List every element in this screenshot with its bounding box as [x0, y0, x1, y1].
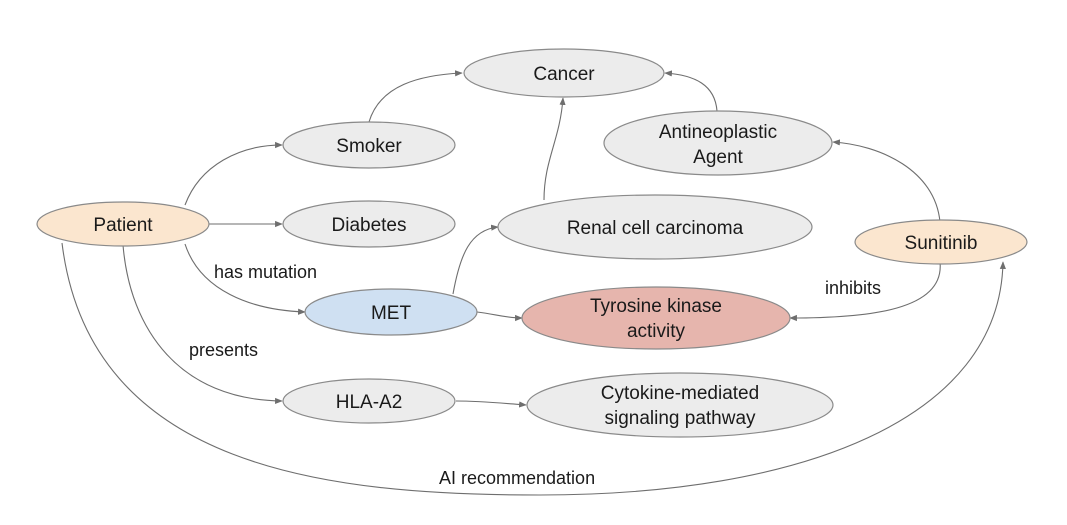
edge-label-ai-recommendation: AI recommendation — [439, 468, 595, 488]
edge-label-inhibits: inhibits — [825, 278, 881, 298]
edge-label-has-mutation: has mutation — [214, 262, 317, 282]
edge-patient-hla — [122, 244, 283, 405]
edge-sunitinib-antineoplastic — [832, 139, 941, 223]
node-antineoplastic-label-line2: Agent — [693, 147, 743, 168]
node-tyrosine-kinase-activity[interactable]: Tyrosine kinase activity — [521, 286, 791, 350]
node-hla-a2[interactable]: HLA-A2 — [282, 378, 456, 424]
node-tyrosine-label-line1: Tyrosine kinase — [590, 296, 722, 317]
edge-renal-cancer — [543, 97, 566, 201]
node-cytokine-label-line2: signaling pathway — [604, 408, 756, 429]
node-hla-label: HLA-A2 — [336, 392, 403, 413]
edge-patient-sunitinib — [61, 242, 1006, 496]
edge-label-presents: presents — [189, 340, 258, 360]
edge-sunitinib-tyrosine — [789, 261, 941, 322]
node-renal-cell-carcinoma[interactable]: Renal cell carcinoma — [497, 194, 813, 260]
node-met-label: MET — [371, 303, 412, 324]
edge-patient-met — [184, 243, 306, 315]
edge-met-tyrosine — [476, 311, 523, 322]
node-cytokine-signaling[interactable]: Cytokine-mediated signaling pathway — [526, 372, 834, 438]
edge-patient-smoker — [184, 141, 283, 206]
node-tyrosine-label-line2: activity — [627, 321, 686, 342]
node-smoker[interactable]: Smoker — [282, 121, 456, 169]
node-renal-label: Renal cell carcinoma — [567, 218, 744, 239]
node-sunitinib-label: Sunitinib — [905, 233, 978, 254]
node-antineoplastic-label-line1: Antineoplastic — [659, 122, 777, 143]
nodes: Cancer Smoker Antineoplastic Agent Patie… — [36, 48, 1028, 438]
node-cancer[interactable]: Cancer — [463, 48, 665, 98]
node-smoker-label: Smoker — [336, 136, 402, 157]
node-met[interactable]: MET — [304, 288, 478, 336]
edge-antineoplastic-cancer — [664, 70, 718, 112]
node-cytokine-label-line1: Cytokine-mediated — [601, 383, 759, 404]
node-diabetes[interactable]: Diabetes — [282, 200, 456, 248]
edge-smoker-cancer — [368, 70, 463, 123]
node-antineoplastic-agent[interactable]: Antineoplastic Agent — [603, 110, 833, 176]
edge-labels: has mutation inhibits presents AI recomm… — [189, 262, 881, 488]
edge-hla-cytokine — [455, 400, 527, 408]
node-patient[interactable]: Patient — [36, 201, 210, 247]
node-patient-label: Patient — [93, 215, 153, 236]
edges — [61, 70, 1006, 496]
edge-met-renal — [452, 224, 499, 295]
node-diabetes-label: Diabetes — [332, 215, 407, 236]
node-cancer-label: Cancer — [533, 64, 595, 85]
node-sunitinib[interactable]: Sunitinib — [854, 219, 1028, 265]
